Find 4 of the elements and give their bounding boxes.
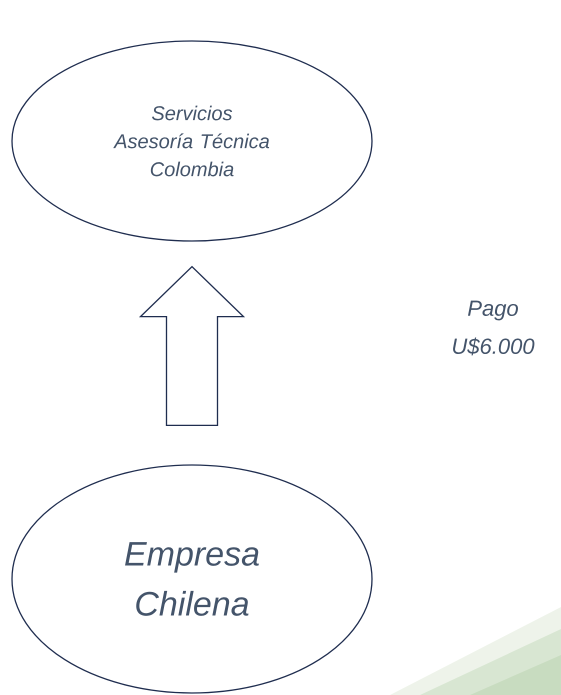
ellipse-node: Servicios Asesoría Técnica Colombia — [11, 40, 373, 242]
note-text: Pago U$6.000 — [453, 300, 534, 356]
ellipse-node: Empresa Chilena — [11, 464, 373, 694]
block-arrow — [138, 266, 246, 426]
